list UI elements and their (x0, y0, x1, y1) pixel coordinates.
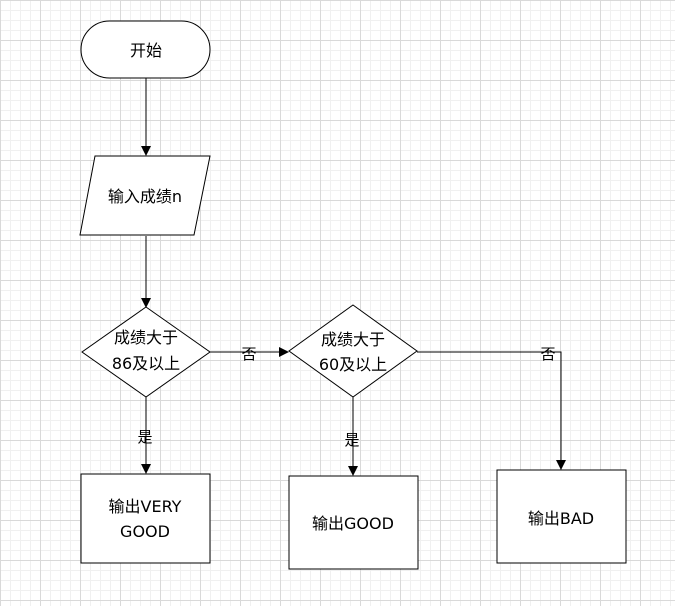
decision-60-line1: 成绩大于 (321, 330, 385, 349)
output-bad-label: 输出BAD (528, 509, 594, 528)
input-node-label: 输入成绩n (108, 187, 182, 206)
output-very-good-line1: 输出VERY (109, 497, 182, 516)
decision-60-node[interactable]: 成绩大于 60及以上 (288, 304, 418, 398)
decision-86-line1: 成绩大于 (114, 328, 178, 347)
edge-label-d2-no: 否 (540, 345, 555, 363)
decision-86-node[interactable]: 成绩大于 86及以上 (81, 306, 211, 398)
decision-60-line2: 60及以上 (319, 355, 387, 374)
edge-label-d1-no: 否 (241, 345, 256, 363)
edge-label-d1-yes: 是 (137, 428, 152, 446)
output-good-label: 输出GOOD (312, 514, 394, 533)
decision-86-line2: 86及以上 (112, 354, 180, 373)
edge-decision2-no (417, 351, 566, 470)
output-very-good-node[interactable]: 输出VERY GOOD (80, 473, 211, 564)
output-very-good-line2: GOOD (120, 522, 170, 541)
input-node[interactable]: 输入成绩n (79, 155, 211, 236)
output-good-node[interactable]: 输出GOOD (288, 475, 419, 570)
start-node-label: 开始 (130, 41, 162, 60)
edge-label-d2-yes: 是 (344, 431, 359, 449)
start-node[interactable]: 开始 (80, 20, 211, 79)
output-bad-node[interactable]: 输出BAD (496, 469, 627, 564)
